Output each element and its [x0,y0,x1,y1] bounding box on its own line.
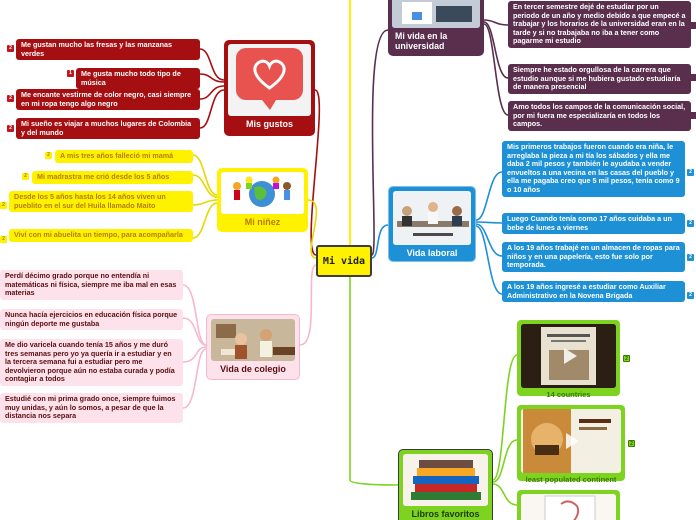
book-card-3[interactable] [517,490,620,520]
leaf-colegio-1[interactable]: Perdí décimo grado porque no entendía ni… [0,270,183,300]
badge-universidad-3 [690,112,696,119]
leaf-universidad-2[interactable]: Siempre he estado orgullosa de la carrer… [508,64,691,94]
central-topic[interactable]: Mi vida [316,245,372,277]
badge-gustos-2: 1 [67,70,74,77]
leaf-gustos-4[interactable]: Mi sueño es viajar a muchos lugares de C… [16,118,200,140]
topic-vida-laboral[interactable]: Vida laboral [388,186,476,262]
university-image [392,0,480,28]
leaf-colegio-3[interactable]: Me dio varicela cuando tenía 15 años y m… [0,339,183,386]
leaf-text: Mis primeros trabajos fueron cuando era … [507,142,680,194]
books-stack-image [403,454,488,506]
leaf-text: A mis tres años falleció mi mamá [60,151,174,160]
leaf-gustos-3[interactable]: Me encante vestirme de color negro, casi… [16,89,200,111]
leaf-laboral-4[interactable]: A los 19 años ingresé a estudiar como Au… [502,281,685,303]
heart-icon [228,44,311,116]
book-caption: 14 countries [546,390,591,399]
leaf-text: A los 19 años ingresé a estudiar como Au… [507,282,666,300]
topic-title: Mis gustos [245,119,293,129]
topic-title: Vida de colegio [220,364,286,374]
leaf-text: Desde los 5 años hasta los 14 años viven… [14,192,166,210]
leaf-laboral-2[interactable]: Luego Cuando tenía como 17 años cuidaba … [502,213,685,235]
leaf-ninez-2[interactable]: Mi madrastra me crió desde los 5 años [32,171,193,184]
badge-gustos-3: 2 [7,95,14,102]
leaf-colegio-4[interactable]: Estudié con mi prima grado once, siempre… [0,393,183,423]
leaf-text: Mi sueño es viajar a muchos lugares de C… [21,119,192,137]
badge-ninez-4: 2 [0,236,7,243]
leaf-text: Siempre he estado orgullosa de la carrer… [513,65,681,92]
leaf-ninez-3[interactable]: Desde los 5 años hasta los 14 años viven… [9,191,193,213]
leaf-text: Perdí décimo grado porque no entendía ni… [5,271,177,298]
leaf-text: Me gusta mucho todo tipo de música [81,69,181,87]
badge-laboral-2: 2 [687,220,694,227]
book-card-2[interactable]: least populated continent [517,405,625,484]
leaf-universidad-3[interactable]: Amo todos los campos de la comunicación … [508,101,691,131]
leaf-universidad-1[interactable]: En tercer semestre dejé de estudiar por … [508,1,691,48]
topic-libros-favoritos[interactable]: Libros favoritos [398,449,493,520]
leaf-laboral-1[interactable]: Mis primeros trabajos fueron cuando era … [502,141,685,197]
leaf-text: Mi madrastra me crió desde los 5 años [37,172,170,181]
leaf-text: Estudié con mi prima grado once, siempre… [5,394,176,421]
badge-laboral-3: 2 [687,254,694,261]
book-cover-image [521,494,616,520]
badge-universidad-1 [690,22,696,29]
leaf-text: Viví con mi abuelita un tiempo, para aco… [14,230,183,239]
play-icon [563,348,577,364]
classroom-image [211,319,295,361]
book-caption: least populated continent [525,475,617,484]
leaf-text: Luego Cuando tenía como 17 años cuidaba … [507,214,672,232]
leaf-gustos-2[interactable]: Me gusta mucho todo tipo de música [76,68,200,90]
leaf-text: A los 19 años trabajé en un almacen de r… [507,243,680,270]
leaf-text: Amo todos los campos de la comunicación … [513,102,686,129]
topic-title: Vida laboral [406,248,458,258]
book-card-1[interactable]: 14 countries [517,320,620,399]
leaf-colegio-2[interactable]: Nunca hacía ejercicios en educación físi… [0,309,183,331]
play-icon [566,433,579,449]
book-cover-image [521,324,616,388]
kids-globe-image [221,172,304,214]
leaf-text: Nunca hacía ejercicios en educación físi… [5,310,178,328]
topic-mis-gustos[interactable]: Mis gustos [224,40,315,136]
leaf-ninez-1[interactable]: A mis tres años falleció mi mamá [55,150,193,163]
badge-laboral-4: 2 [687,292,694,299]
book-cover-image [521,409,621,473]
badge-ninez-2: 2 [22,173,29,180]
badge-book-1: 2 [623,355,630,362]
badge-book-2: 2 [628,440,635,447]
topic-title: Mi vida en la universidad [395,31,448,51]
leaf-ninez-4[interactable]: Viví con mi abuelita un tiempo, para aco… [9,229,193,242]
badge-laboral-1: 2 [687,169,694,176]
leaf-gustos-1[interactable]: Me gustan mucho las fresas y las manzana… [16,39,200,61]
topic-vida-de-colegio[interactable]: Vida de colegio [206,314,300,380]
topic-mi-ninez[interactable]: Mi niñez [217,168,308,232]
badge-gustos-1: 2 [7,45,14,52]
topic-mi-vida-en-la-universidad[interactable]: Mi vida en la universidad [388,0,484,56]
topic-title: Mi niñez [244,217,281,227]
office-meeting-image [393,191,471,245]
badge-ninez-3: 2 [0,202,7,209]
topic-title: Libros favoritos [411,509,480,519]
badge-ninez-1: 2 [45,152,52,159]
leaf-text: Me encante vestirme de color negro, casi… [21,90,192,108]
leaf-text: Me gustan mucho las fresas y las manzana… [21,40,172,58]
leaf-laboral-3[interactable]: A los 19 años trabajé en un almacen de r… [502,242,685,272]
badge-universidad-2 [690,74,696,81]
leaf-text: Me dio varicela cuando tenía 15 años y m… [5,340,175,384]
badge-gustos-4: 2 [7,125,14,132]
leaf-text: En tercer semestre dejé de estudiar por … [513,2,686,46]
